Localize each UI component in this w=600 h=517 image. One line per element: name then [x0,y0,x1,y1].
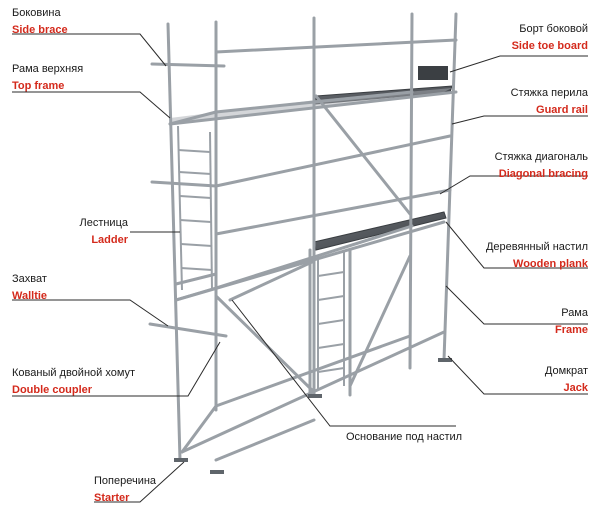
lower-frame-side [174,286,218,302]
leader-plank-base [231,299,456,427]
guard-rail-middle [214,188,452,236]
label-side-brace: Боковина Side brace [12,6,68,37]
label-jack-en: Jack [563,382,588,394]
label-jack: Домкрат Jack [500,364,588,395]
ladder-lower-rung-4 [317,343,345,349]
ladder-upper-rung-6 [180,267,213,271]
label-double-coupler-en: Double coupler [12,384,93,396]
base-plates [174,358,452,474]
base-plate-2 [210,470,224,474]
label-side-toe-board: Борт боковой Side toe board [460,22,588,53]
label-guard-rail-ru: Стяжка перила [510,87,588,99]
ladder-upper-rung-4 [179,219,212,223]
leader-wooden-plank [445,221,588,269]
side-brace-tube [150,62,226,68]
ladders [177,125,345,390]
leader-walltie [12,299,169,327]
ladder-upper-rung-3 [179,195,212,199]
ladder-upper-rung-2 [178,171,212,175]
label-wooden-plank: Деревянный настил Wooden plank [450,240,588,271]
bottom-ledger-front [180,330,446,454]
side-brace-mid [150,180,218,188]
label-starter-ru: Поперечина [94,475,157,487]
top-frame-rear [214,90,414,114]
ladder-upper-rung-5 [180,243,213,247]
label-frame-en: Frame [554,324,588,336]
leader-diagonal-bracing [439,175,588,195]
label-walltie-ru: Захват [12,273,47,285]
ladder-lower-rung-1 [317,271,345,277]
label-wooden-plank-ru: Деревянный настил [485,241,588,253]
label-side-brace-ru: Боковина [12,7,61,19]
label-walltie: Захват Walltie [12,272,47,303]
label-side-brace-en: Side brace [12,24,68,36]
top-guard-rail [214,38,458,54]
front-standard-1 [166,22,182,462]
diagonal-brace-lower-1 [214,294,316,394]
rear-standard-3 [408,12,414,370]
guard-rail-upper [214,134,452,188]
bottom-ledger-rear [214,334,412,408]
top-frame-front [168,90,458,126]
label-diagonal-bracing-en: Diagonal bracing [498,168,588,180]
label-double-coupler: Кованый двойной хомут Double coupler [12,366,135,397]
lower-wooden-plank [313,211,447,251]
label-jack-ru: Домкрат [544,365,588,377]
label-starter-en: Starter [94,492,130,504]
label-ladder: Лестница Ladder [64,216,128,247]
bottom-ledger-side [180,404,218,454]
top-frame-side [168,110,218,126]
ladder-lower-rung-2 [317,295,345,301]
ladder-upper-rail-right [209,131,213,291]
base-plate-3 [308,394,322,398]
label-top-frame-ru: Рама верхняя [12,63,84,75]
leader-side-brace [12,33,167,67]
front-standard-2 [442,12,458,362]
label-plank-base: Основание под настил [346,430,462,444]
leader-double-coupler [12,341,221,397]
label-ladder-ru: Лестница [79,217,128,229]
leader-frame [445,285,588,325]
label-starter: Поперечина Starter [94,474,156,505]
label-guard-rail: Стяжка перила Guard rail [460,86,588,117]
leader-starter [94,461,185,503]
label-plank-base-ru: Основание под настил [346,431,463,443]
ladder-upper-rung-1 [177,149,211,153]
label-wooden-plank-en: Wooden plank [513,258,588,270]
side-toe-board [418,66,448,80]
ladder-lower-rung-3 [317,319,345,325]
label-side-toe-board-en: Side toe board [511,40,588,52]
label-ladder-en: Ladder [91,234,128,246]
leader-side-toe-board [449,55,588,73]
diagonal-brace-upper [314,94,412,216]
leader-top-frame [12,91,171,119]
leader-guard-rail [451,115,588,125]
walltie-tube [148,322,228,338]
bottom-ledger-inner [214,418,316,462]
base-plate-4 [438,358,452,362]
label-walltie-en: Walltie [12,290,48,302]
base-plate-1 [174,458,188,462]
label-diagonal-bracing-ru: Стяжка диагональ [494,151,588,163]
label-top-frame-en: Top frame [12,80,65,92]
label-frame: Рама Frame [500,306,588,337]
ladder-lower-rung-5 [317,367,345,373]
steel-tubes [148,12,458,462]
diagonal-brace-lower-2 [348,254,412,388]
label-side-toe-board-ru: Борт боковой [519,23,588,35]
label-double-coupler-ru: Кованый двойной хомут [12,367,136,379]
leader-lines [12,33,588,503]
ladder-upper-rail-left [177,125,183,291]
label-frame-ru: Рама [561,307,588,319]
label-top-frame: Рама верхняя Top frame [12,62,83,93]
label-diagonal-bracing: Стяжка диагональ Diagonal bracing [450,150,588,181]
lower-frame-rear [214,224,414,290]
leader-jack [447,355,588,395]
diagonal-brace-lower-3 [228,260,314,302]
label-guard-rail-en: Guard rail [536,104,588,116]
